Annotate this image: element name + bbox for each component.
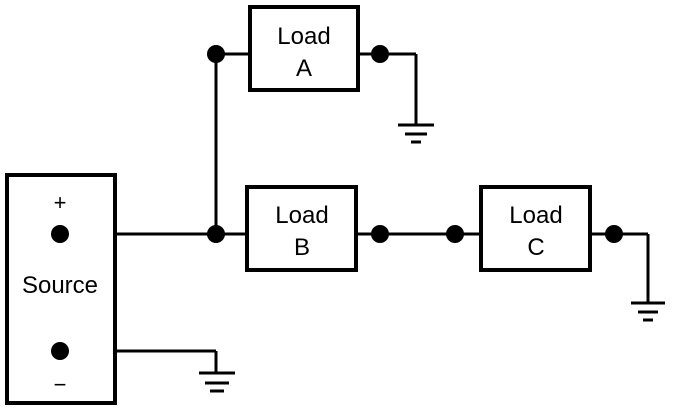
load-a: Load A <box>248 5 360 92</box>
ground-symbol-load-a <box>398 123 434 144</box>
load-a-label-line1: Load <box>277 23 330 50</box>
load-c-label-line1: Load <box>509 202 562 229</box>
ground-symbol-source <box>199 371 235 393</box>
load-b: Load B <box>245 185 358 272</box>
junction-dot-load-a-in <box>207 45 225 63</box>
load-c: Load C <box>479 185 592 272</box>
source-label: Source <box>22 272 98 299</box>
negative-terminal-dot <box>51 342 69 360</box>
positive-terminal-dot <box>51 225 69 243</box>
source-box <box>5 173 117 405</box>
source: + Source − <box>5 173 117 405</box>
terminal-dot-load-a-out <box>371 45 389 63</box>
load-a-label-line2: A <box>296 55 312 82</box>
negative-terminal-label: − <box>54 372 67 397</box>
load-c-label-line2: C <box>527 234 544 261</box>
ground-symbol-load-c <box>631 301 665 322</box>
load-b-label-line2: B <box>294 234 310 261</box>
load-b-label-line1: Load <box>275 202 328 229</box>
junctions <box>207 45 623 243</box>
load-b-box <box>245 185 358 272</box>
terminal-dot-load-c-in <box>446 225 464 243</box>
load-a-box <box>248 5 360 92</box>
junction-dot-main <box>207 225 225 243</box>
positive-terminal-label: + <box>54 190 67 215</box>
load-c-box <box>479 185 592 272</box>
terminal-dot-load-c-out <box>605 225 623 243</box>
terminal-dot-load-b-out <box>371 225 389 243</box>
